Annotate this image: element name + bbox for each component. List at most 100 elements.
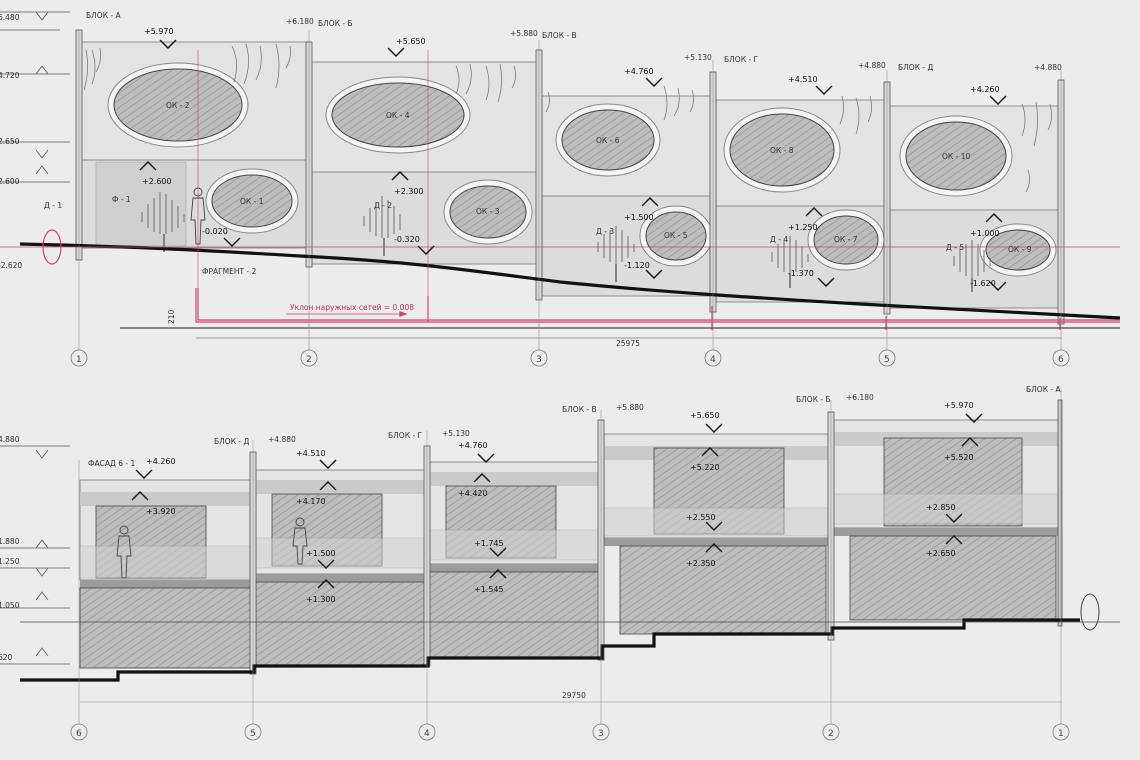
bottom-block-mark-g: +5.130 xyxy=(442,429,470,438)
axis-top-6: 6 xyxy=(1058,355,1064,365)
label-slope: Уклон наружных сетей = 0.008 xyxy=(290,303,414,312)
bottom-mark-c-4: +2.650 xyxy=(926,549,956,558)
bottom-facade: ФАСАД 6 - 1 БЛОК - Д +4.880 БЛОК - Г +5.… xyxy=(0,385,1120,741)
ground-mark-d: -1.620 xyxy=(970,279,996,288)
ground-mark-v: -1.120 xyxy=(624,261,650,270)
door-label-d2: Д - 2 xyxy=(374,201,392,210)
dim-29750: 29750 xyxy=(562,691,586,700)
bottom-mark-c-3: +2.350 xyxy=(686,559,716,568)
axis-bottom-6: 6 xyxy=(76,729,82,739)
axis-bottom-5: 5 xyxy=(250,729,256,739)
axis-top-3: 3 xyxy=(536,355,542,365)
left-level-minus2620: -2.620 xyxy=(0,261,22,270)
bottom-mark-a-2: +4.170 xyxy=(296,497,326,506)
floor-mark-a: +2.600 xyxy=(142,177,172,186)
window-label-ok7: ОК - 7 xyxy=(834,235,858,244)
top-block-v xyxy=(541,95,713,297)
roof-mark-b: +5.650 xyxy=(396,37,426,46)
door-label-d1: Д - 1 xyxy=(44,201,62,210)
block-label-d: БЛОК - Д xyxy=(898,63,933,72)
roof-mark-d: +4.260 xyxy=(970,85,1000,94)
roof-mark-v: +4.760 xyxy=(624,67,654,76)
bottom-mark-a-1: +3.920 xyxy=(146,507,176,516)
bottom-block-label-g: БЛОК - Г xyxy=(388,431,422,440)
bottom-mark-b-2: +1.745 xyxy=(474,539,504,548)
window-label-ok1: ОК - 1 xyxy=(240,197,264,206)
bottom-left-level-620: 620 xyxy=(0,653,13,662)
dim-210: 210 xyxy=(167,309,176,324)
bottom-mark-b-4: +2.850 xyxy=(926,503,956,512)
axis-bottom-2: 2 xyxy=(828,729,834,739)
block-mark-b: +6.180 xyxy=(286,17,314,26)
top-plants xyxy=(83,43,1052,193)
floor-mark-v: +1.500 xyxy=(624,213,654,222)
top-axis-lines xyxy=(78,30,1062,350)
bottom-axis-lines xyxy=(78,390,1062,724)
door-label-d4: Д - 4 xyxy=(770,235,788,244)
door-label-d3: Д - 3 xyxy=(596,227,614,236)
bottom-mark-a-4: +5.220 xyxy=(690,463,720,472)
bottom-left-level-1880: 1.880 xyxy=(0,537,20,546)
window-labels: ОК - 2 ОК - 1 ОК - 4 ОК - 3 ОК - 6 ОК - … xyxy=(166,101,1032,254)
axis-top-4: 4 xyxy=(710,355,716,365)
window-label-ok9: ОК - 9 xyxy=(1008,245,1032,254)
bottom-mark-a-3: +4.420 xyxy=(458,489,488,498)
axis-top-2: 2 xyxy=(306,355,312,365)
bottom-axis-circles xyxy=(70,723,1070,741)
left-level-2650: 2.650 xyxy=(0,137,20,146)
bottom-mark-b-1: +1.500 xyxy=(306,549,336,558)
bottom-roof-mark-b: +5.650 xyxy=(690,411,720,420)
bottom-roof-mark-g: +4.510 xyxy=(296,449,326,458)
axis-bottom-4: 4 xyxy=(424,729,430,739)
bottom-roof-mark-v: +4.760 xyxy=(458,441,488,450)
block-mark-d: +4.880 xyxy=(858,61,886,70)
axis-top-1: 1 xyxy=(76,355,82,365)
left-level-4720: 4.720 xyxy=(0,71,20,80)
bottom-mark-b-3: +2.550 xyxy=(686,513,716,522)
bottom-block-label-v: БЛОК - В xyxy=(562,405,597,414)
top-ground-line xyxy=(19,242,1121,320)
floor-mark-b: +2.300 xyxy=(394,187,424,196)
bottom-mark-c-1: +1.300 xyxy=(306,595,336,604)
bottom-block-a xyxy=(833,419,1061,621)
floor-mark-d: +1.000 xyxy=(970,229,1000,238)
utility-pipe xyxy=(195,288,1120,330)
bottom-roof-mark-a: +5.970 xyxy=(944,401,974,410)
bottom-elevation-arrows xyxy=(131,413,983,589)
bottom-level-marker-ellipse xyxy=(1080,593,1100,631)
top-block-b xyxy=(311,61,541,265)
bottom-left-level-4880: 4.880 xyxy=(0,435,20,444)
bottom-ground-line xyxy=(20,618,1080,682)
window-label-ok8: ОК - 8 xyxy=(770,146,794,155)
label-f1: Ф - 1 xyxy=(112,195,131,204)
left-level-2600: 2.600 xyxy=(0,177,20,186)
bottom-roof-mark-d: +4.260 xyxy=(146,457,176,466)
axis-top-5: 5 xyxy=(884,355,890,365)
block-label-v: БЛОК - В xyxy=(542,31,577,40)
block-label-g: БЛОК - Г xyxy=(724,55,758,64)
floor-mark-g: +1.250 xyxy=(788,223,818,232)
block-mark-v: +5.880 xyxy=(510,29,538,38)
top-axis-labels: 1 2 3 4 5 6 xyxy=(76,355,1064,365)
bottom-left-level-1050: 1.050 xyxy=(0,601,20,610)
bottom-block-mark-v: +5.880 xyxy=(616,403,644,412)
bottom-block-mark-b: +6.180 xyxy=(846,393,874,402)
window-label-ok6: ОК - 6 xyxy=(596,136,620,145)
ground-mark-g: -1.370 xyxy=(788,269,814,278)
window-label-ok2: ОК - 2 xyxy=(166,101,190,110)
bottom-block-b xyxy=(603,433,831,635)
block-mark-a: 6.480 xyxy=(0,13,20,22)
block-mark-end: +4.880 xyxy=(1034,63,1062,72)
bottom-block-v xyxy=(429,461,601,659)
bottom-block-mark-d: +4.880 xyxy=(268,435,296,444)
top-elevation-arrows xyxy=(139,39,1007,291)
door-labels: Д - 1 Д - 2 Д - 3 Д - 4 Д - 5 xyxy=(44,201,964,252)
bottom-left-level-1250: 1.250 xyxy=(0,557,20,566)
bottom-left-levels xyxy=(0,445,70,665)
window-label-ok4: ОК - 4 xyxy=(386,111,410,120)
top-left-levels xyxy=(0,11,70,183)
axis-bottom-1: 1 xyxy=(1058,729,1064,739)
facade-title: ФАСАД 6 - 1 xyxy=(88,459,135,468)
bottom-block-d xyxy=(79,479,251,669)
roof-mark-g: +4.510 xyxy=(788,75,818,84)
